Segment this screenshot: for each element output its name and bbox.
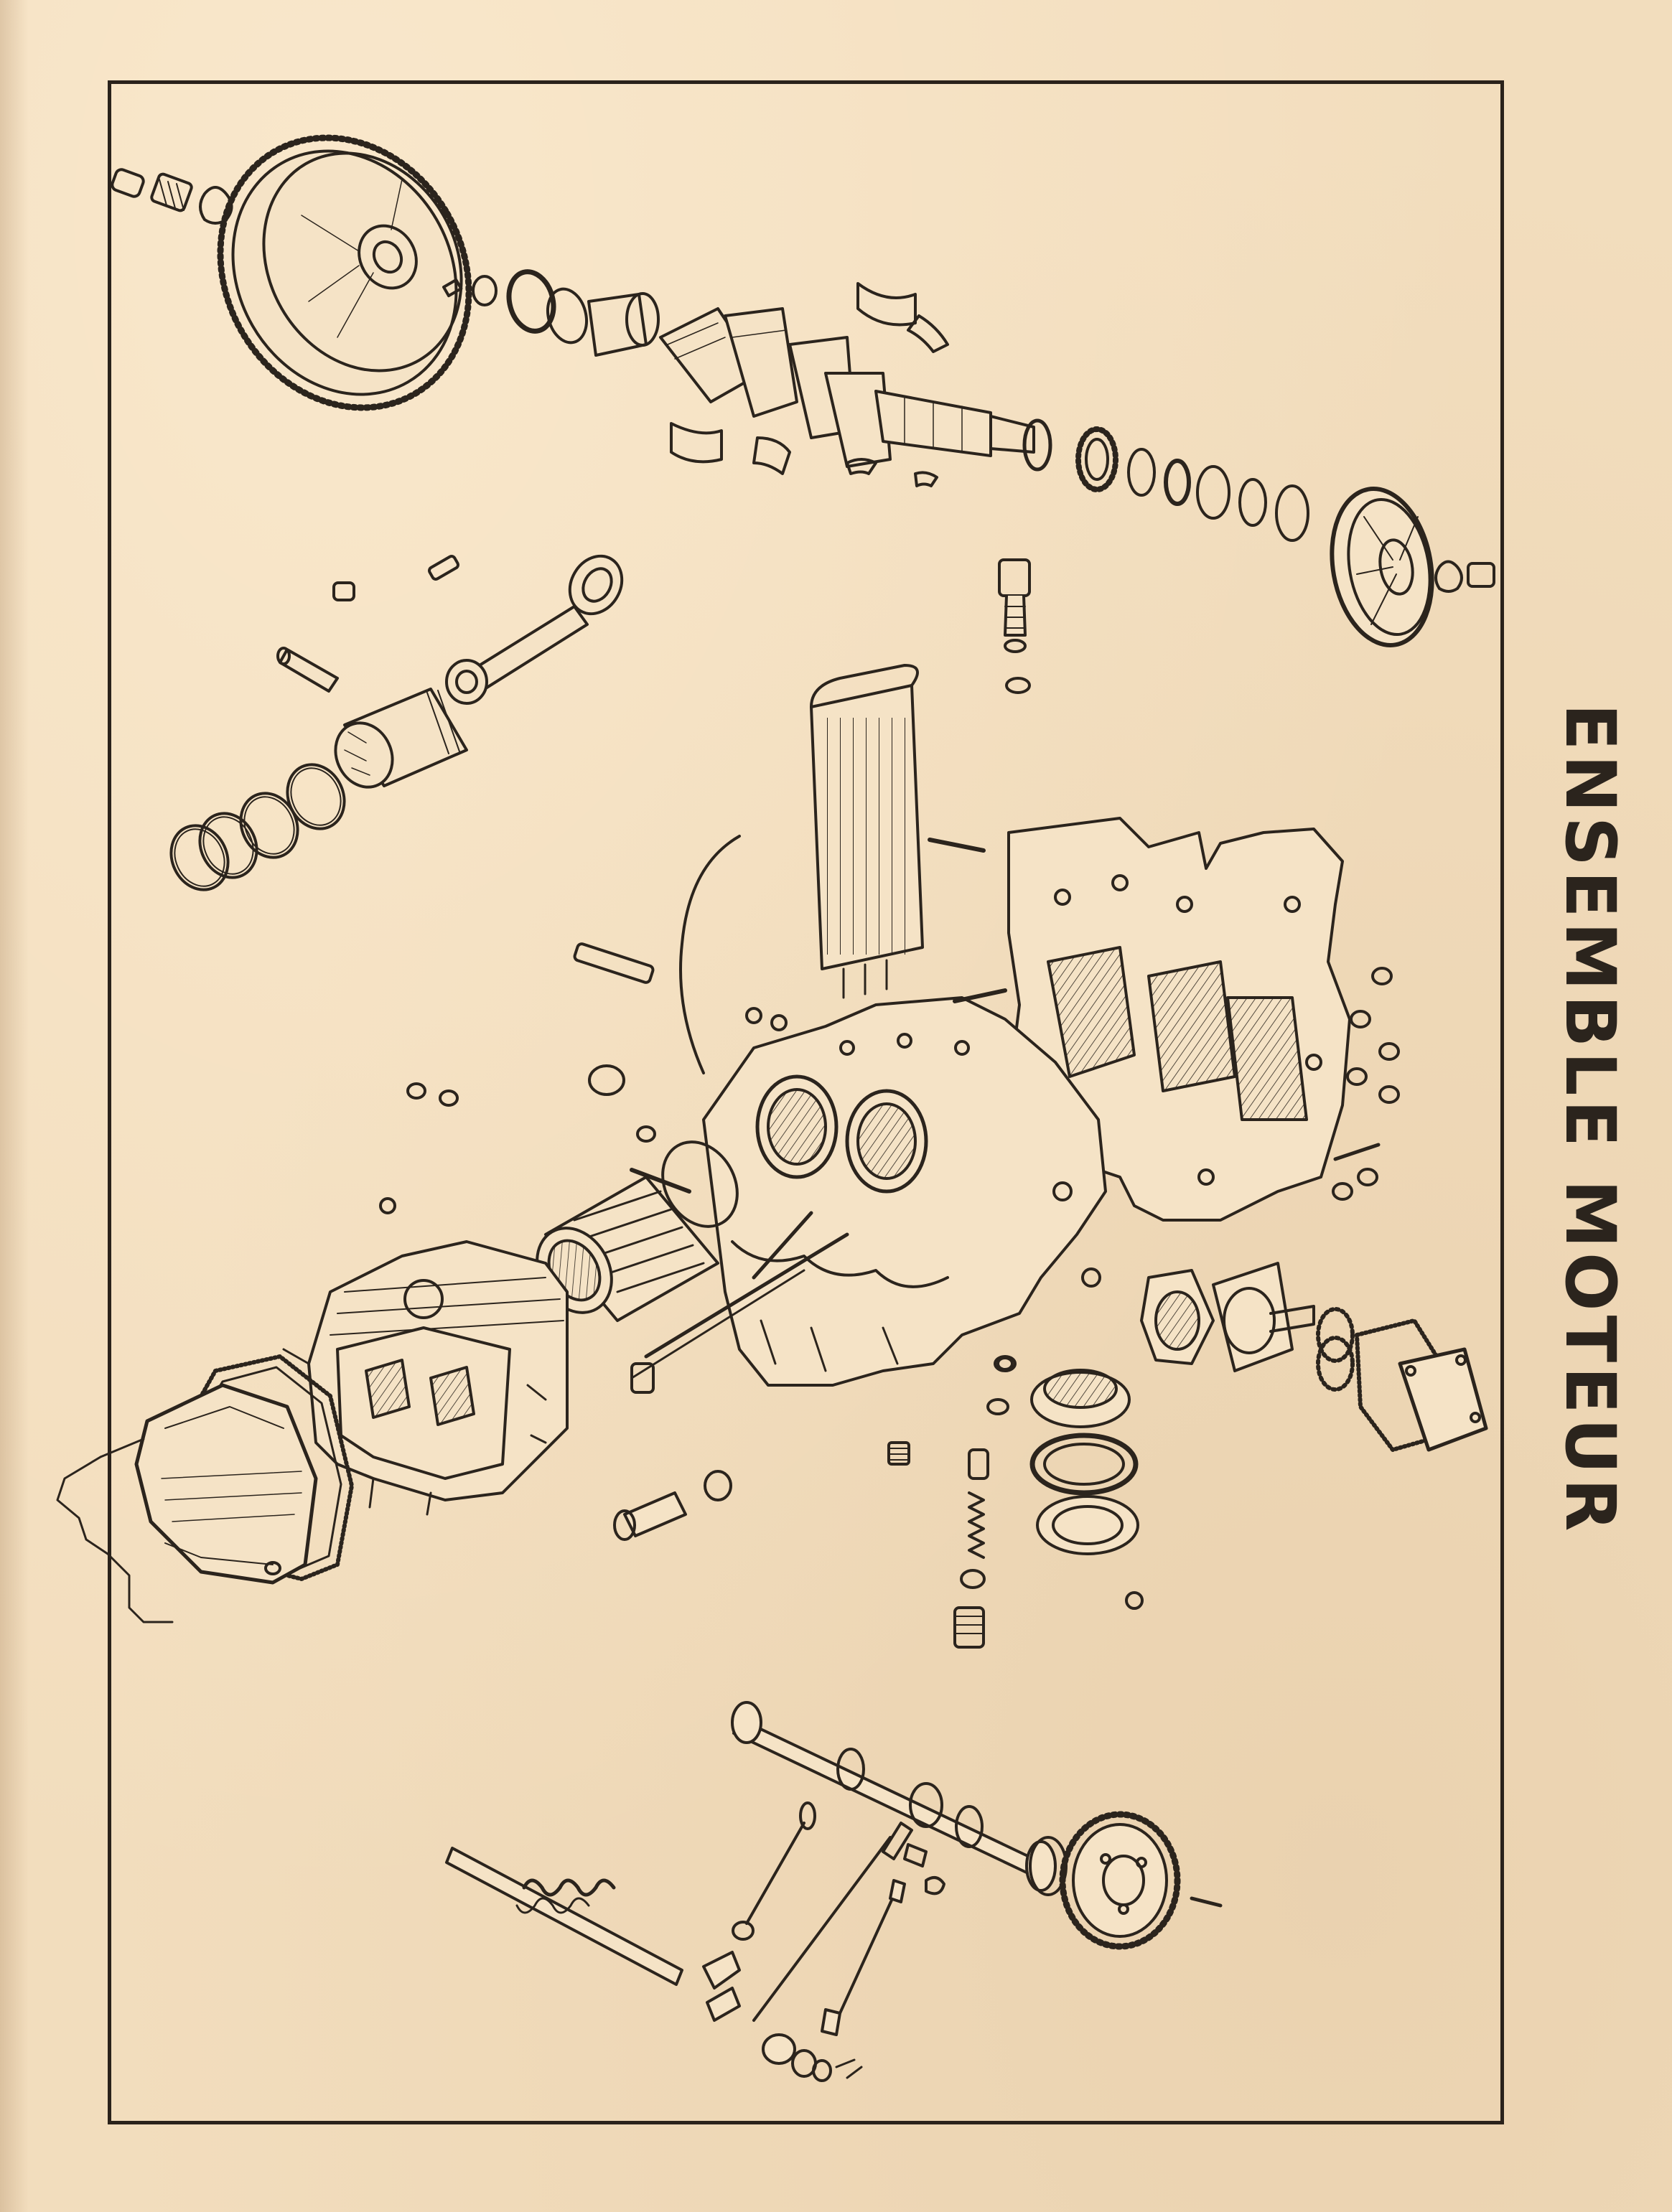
piston-pin-icon: [276, 647, 339, 693]
cam-gear-icon: [1059, 1811, 1223, 1950]
flywheel-bolt-icon: [111, 168, 233, 225]
connecting-rod-icon: [332, 554, 624, 705]
pulley-icon: [1330, 487, 1495, 647]
fan-housing-plate-icon: [679, 835, 788, 1074]
oil-cooler-icon: [810, 664, 924, 999]
valve-cover-icon: [134, 1383, 318, 1585]
flywheel-icon: [217, 134, 472, 411]
crankshaft-icon: [472, 269, 1035, 468]
stud-icon: [573, 838, 1381, 1379]
piston-icon: [334, 688, 468, 789]
piston-ring-icon: [169, 763, 346, 891]
page-title: ENSEMBLE MOTEUR: [1550, 703, 1630, 1536]
rocker-shaft-icon: [445, 1847, 863, 2082]
hardware-icon: [613, 1355, 1017, 1541]
bearing-shell-icon: [670, 282, 949, 487]
pushrod-icon: [732, 1801, 945, 2036]
relief-valve-icon: [953, 1491, 986, 1649]
oil-pump-icon: [1140, 1262, 1355, 1392]
page-fold-shadow: [0, 0, 29, 2212]
strainer-icon: [1029, 1369, 1144, 1610]
oil-pump-cover-icon: [1355, 1318, 1488, 1452]
nut-icon: [406, 967, 1400, 1371]
retaining-clip-icon: [56, 1438, 174, 1623]
cylinder-head-icon: [282, 1197, 569, 1516]
crankcase-icon: [702, 817, 1351, 1387]
camshaft-icon: [731, 1701, 1068, 1896]
distributor-drive-icon: [998, 558, 1031, 694]
crankshaft-gear-icon: [1022, 418, 1309, 542]
diagram-frame: [108, 80, 1504, 2124]
